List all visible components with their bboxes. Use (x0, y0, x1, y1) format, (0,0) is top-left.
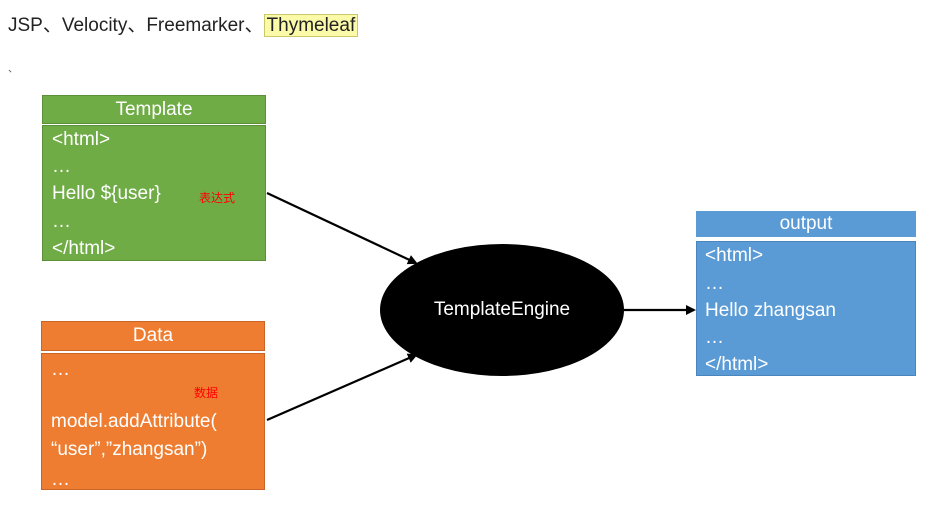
data-line: “user”,”zhangsan”) (51, 439, 208, 460)
template-box-title: Template (42, 95, 266, 124)
template-line: Hello ${user} (52, 183, 161, 204)
template-box-body: <html> … Hello ${user} … </html> 表达式 (42, 125, 266, 261)
output-line: … (705, 273, 724, 294)
output-box-title: output (696, 211, 916, 237)
data-box-title: Data (41, 321, 265, 351)
template-line: <html> (52, 129, 111, 150)
data-line: … (51, 359, 70, 380)
data-to-engine-arrow (266, 353, 418, 422)
template-engine-ellipse (380, 244, 624, 376)
page-heading: JSP、Velocity、Freemarker、Thymeleaf (8, 13, 359, 39)
output-box-body: <html> … Hello zhangsan … </html> (696, 241, 916, 376)
heading-engines: JSP、Velocity、Freemarker、 (8, 15, 264, 36)
template-to-engine-arrow (266, 192, 418, 265)
template-line: … (52, 156, 71, 177)
data-note: 数据 (194, 386, 219, 400)
data-line: model.addAttribute( (51, 411, 217, 432)
output-line: </html> (705, 354, 769, 375)
template-note: 表达式 (199, 191, 236, 205)
output-line: Hello zhangsan (705, 300, 836, 321)
template-line: </html> (52, 238, 116, 259)
template-engine-label: TemplateEngine (433, 299, 571, 320)
data-line: … (51, 469, 70, 490)
output-line: … (705, 327, 724, 348)
tick-mark: 、 (8, 64, 18, 75)
heading-highlight: Thymeleaf (263, 14, 359, 37)
output-line: <html> (705, 245, 764, 266)
template-line: … (52, 211, 71, 232)
data-box-body: … 数据 model.addAttribute( “user”,”zhangsa… (41, 353, 265, 490)
